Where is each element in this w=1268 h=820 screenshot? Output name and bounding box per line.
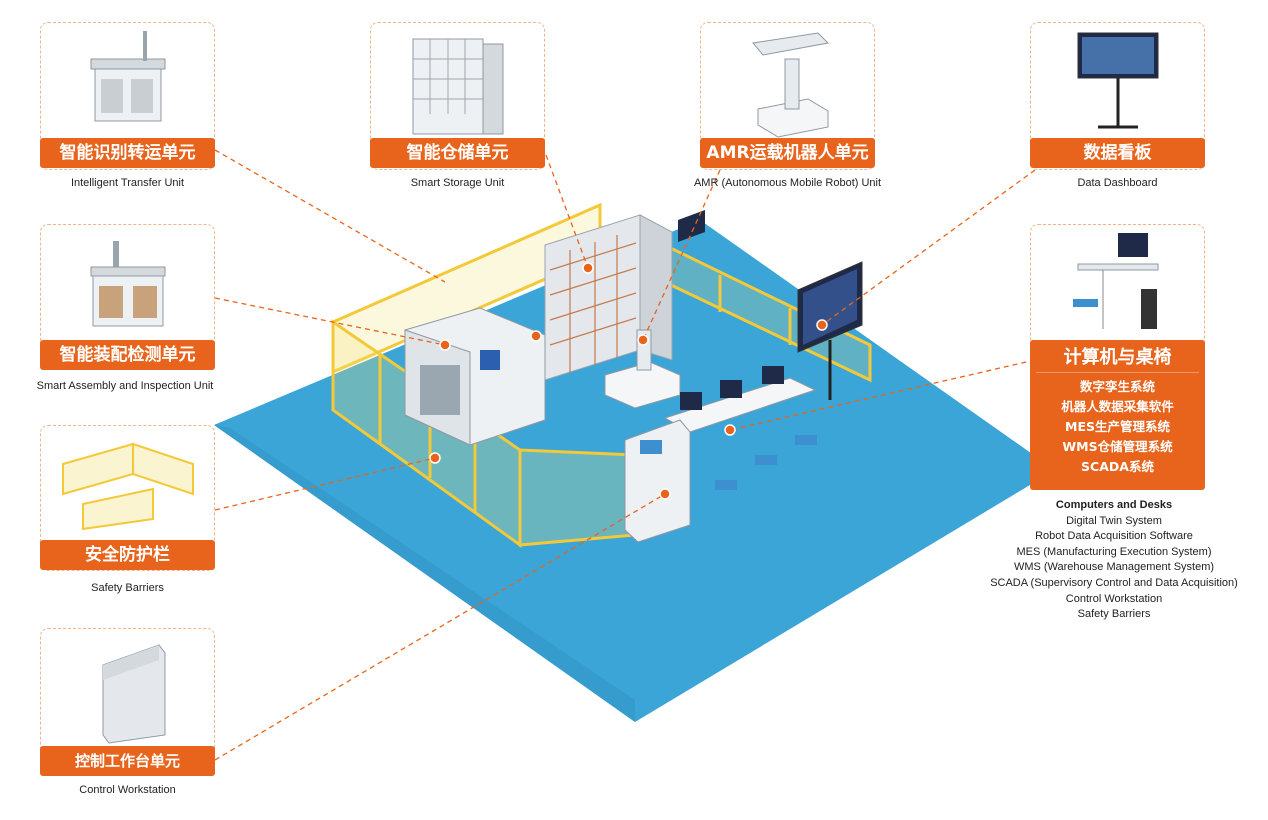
dashboard-en-label: Data Dashboard [1077, 177, 1158, 189]
computers-en-item: MES (Manufacturing Execution System) [1016, 545, 1212, 558]
assembly-unit-en-label: Smart Assembly and Inspection Unit [36, 380, 214, 392]
transfer-unit-zh-label: 智能识别转运单元 [40, 138, 215, 168]
dashboard-image [1077, 32, 1159, 129]
desks-3d [663, 366, 817, 490]
computers-en-item: Digital Twin System [1066, 514, 1162, 527]
computers-zh-item: MES生产管理系统 [1065, 419, 1170, 434]
assembly-unit-zh-label: 智能装配检测单元 [40, 340, 215, 370]
barrier-en-label: Safety Barriers [91, 582, 164, 594]
transfer-unit-image [90, 31, 166, 122]
computers-zh-item: 机器人数据采集软件 [1061, 399, 1174, 414]
computers-zh-item: SCADA系统 [1081, 459, 1154, 474]
amr-robot-image [752, 32, 830, 138]
assembly-unit-3d [404, 307, 546, 446]
barrier-zh-label: 安全防护栏 [40, 540, 215, 570]
storage-rack-3d [544, 214, 673, 381]
control-en-label: Control Workstation [79, 784, 176, 796]
control-cabinet-3d [624, 419, 691, 543]
callout-dots [429, 262, 828, 500]
computer-desk-image [1073, 233, 1159, 329]
computers-zh-block: 计算机与桌椅 数字孪生系统 机器人数据采集软件 MES生产管理系统 WMS仓储管… [1030, 340, 1205, 490]
computers-zh-item: WMS仓储管理系统 [1062, 439, 1173, 454]
computers-zh-title: 计算机与桌椅 [1036, 344, 1199, 373]
storage-card [370, 22, 545, 170]
barrier-image [62, 442, 194, 531]
computers-en-item: SCADA (Supervisory Control and Data Acqu… [990, 576, 1238, 589]
computers-en-item: Safety Barriers [1077, 608, 1151, 621]
storage-rack-image [412, 38, 504, 135]
amr-en-label: AMR (Autonomous Mobile Robot) Unit [693, 177, 882, 189]
control-cabinet-image [102, 644, 166, 744]
small-screen-3d [678, 210, 705, 242]
storage-en-label: Smart Storage Unit [410, 177, 505, 189]
control-zh-label: 控制工作台单元 [40, 746, 215, 776]
amr-zh-label: AMR运载机器人单元 [700, 138, 875, 168]
assembly-unit-image [90, 241, 166, 327]
dashboard-zh-label: 数据看板 [1030, 138, 1205, 168]
computers-en-title: Computers and Desks [1055, 499, 1173, 511]
computers-en-item: Robot Data Acquisition Software [1035, 530, 1193, 543]
computers-en-item: WMS (Warehouse Management System) [1013, 561, 1215, 574]
computers-en-block: Computers and Desks Digital Twin System … [960, 498, 1268, 623]
transfer-unit-en-label: Intelligent Transfer Unit [70, 177, 185, 189]
leader-lines [214, 149, 1036, 761]
computers-en-item: Control Workstation [1065, 592, 1163, 605]
storage-zh-label: 智能仓储单元 [370, 138, 545, 168]
floor-shade [214, 425, 635, 722]
computers-zh-item: 数字孪生系统 [1079, 379, 1155, 394]
